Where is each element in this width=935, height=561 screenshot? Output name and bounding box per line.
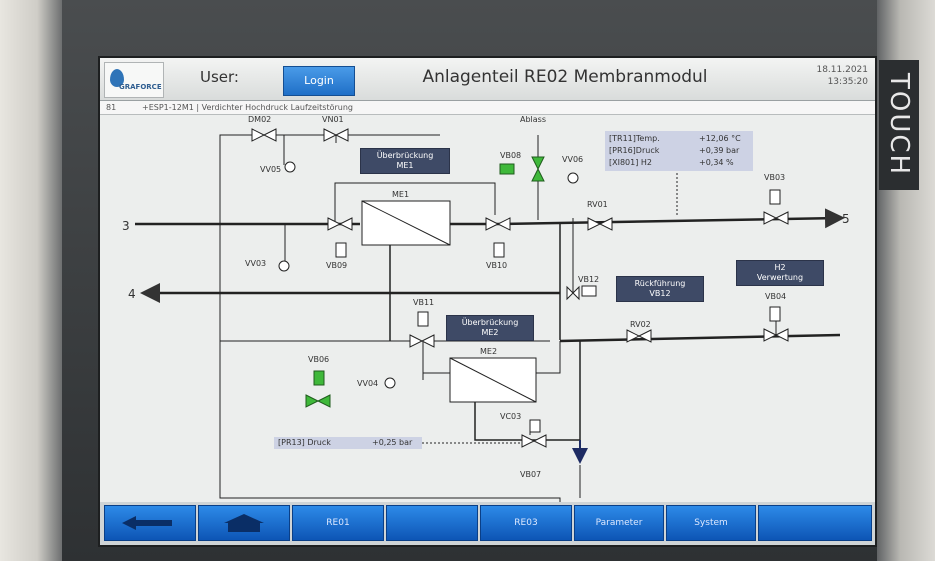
- sensor-value: +0,34 %: [699, 158, 734, 167]
- label-outlet-5: 5: [842, 212, 850, 226]
- sensor-value: +0,39 bar: [699, 146, 740, 155]
- login-button[interactable]: Login: [283, 66, 355, 96]
- pressure-value: +0,25 bar: [372, 438, 413, 447]
- label-vb08: VB08: [500, 151, 522, 160]
- pressure-row: [PR13] Druck +0,25 bar: [274, 437, 422, 449]
- nav-button-empty-1[interactable]: [386, 505, 478, 541]
- logo: GRAFORCE: [104, 62, 164, 98]
- sensor-tag: [PR16]Druck: [609, 146, 660, 155]
- sensor-row: [PR16]Druck +0,39 bar: [605, 145, 753, 157]
- back-button[interactable]: [104, 505, 196, 541]
- label-me1: ME1: [392, 190, 410, 199]
- device-side-left: [0, 0, 62, 561]
- date-text: 18.11.2021: [816, 65, 868, 75]
- re01-button[interactable]: RE01: [292, 505, 384, 541]
- label-me2: ME2: [480, 347, 498, 356]
- hmi-screen: GRAFORCE User: Login Anlagenteil RE02 Me…: [98, 56, 877, 547]
- header-bar: GRAFORCE User: Login Anlagenteil RE02 Me…: [100, 58, 875, 101]
- label-vv03: VV03: [245, 259, 267, 268]
- pressure-info-box: [PR13] Druck +0,25 bar: [274, 437, 422, 449]
- label-vb09: VB09: [326, 261, 348, 270]
- h2-use-button[interactable]: H2 Verwertung: [736, 260, 824, 286]
- label-vc03: VC03: [500, 412, 522, 421]
- sensor-row: [XI801] H2 +0,34 %: [605, 157, 753, 169]
- nav-button-empty-2[interactable]: [758, 505, 872, 541]
- bypass-me1-button[interactable]: Überbrückung ME1: [360, 148, 450, 174]
- footer-nav: RE01 RE03 Parameter System: [100, 502, 875, 545]
- label-ablass: Ablass: [520, 115, 547, 124]
- message-text: +ESP1-12M1 | Verdichter Hochdruck Laufze…: [142, 103, 353, 112]
- sensor-tag: [TR11]Temp.: [609, 134, 660, 143]
- return-vb12-line1: Rückführung: [634, 279, 686, 288]
- label-vn01: VN01: [322, 115, 344, 124]
- process-diagram: DM02 VN01 Ablass VV05 VB08 VV06 VB03 ME1…: [100, 115, 875, 502]
- sensor-value: +12,06 °C: [699, 134, 741, 143]
- pressure-tag: [PR13] Druck: [278, 438, 331, 447]
- bypass-me2-line1: Überbrückung: [461, 318, 519, 327]
- label-vv06: VV06: [562, 155, 584, 164]
- logo-text: GRAFORCE: [119, 83, 162, 91]
- label-rv02: RV02: [630, 320, 651, 329]
- return-vb12-line2: VB12: [649, 289, 671, 298]
- label-vb10: VB10: [486, 261, 508, 270]
- user-label: User:: [200, 68, 239, 86]
- label-vb11: VB11: [413, 298, 435, 307]
- label-vb12: VB12: [578, 275, 600, 284]
- bypass-me2-button[interactable]: Überbrückung ME2: [446, 315, 534, 341]
- re03-button[interactable]: RE03: [480, 505, 572, 541]
- label-vb07: VB07: [520, 470, 542, 479]
- bypass-me1-line1: Überbrückung: [376, 151, 434, 160]
- label-vb06: VB06: [308, 355, 330, 364]
- label-vv04: VV04: [357, 379, 379, 388]
- water-drop-icon: [110, 69, 124, 87]
- time-text: 13:35:20: [827, 77, 868, 87]
- return-vb12-button[interactable]: Rückführung VB12: [616, 276, 704, 302]
- pipe-network: [135, 128, 845, 502]
- system-button[interactable]: System: [666, 505, 756, 541]
- label-vb04: VB04: [765, 292, 787, 301]
- h2-use-line1: H2: [774, 263, 786, 272]
- sensor-info-box: [TR11]Temp. +12,06 °C [PR16]Druck +0,39 …: [605, 131, 753, 171]
- datetime: 18.11.2021 13:35:20: [790, 64, 868, 88]
- home-button[interactable]: [198, 505, 290, 541]
- message-bar[interactable]: 81 +ESP1-12M1 | Verdichter Hochdruck Lau…: [100, 101, 875, 115]
- sensor-row: [TR11]Temp. +12,06 °C: [605, 133, 753, 145]
- bypass-me2-line2: ME2: [481, 328, 499, 337]
- parameter-button[interactable]: Parameter: [574, 505, 664, 541]
- label-outlet-4: 4: [128, 287, 136, 301]
- arrow-left-icon: [122, 515, 172, 530]
- page-title: Anlagenteil RE02 Membranmodul: [422, 67, 708, 87]
- home-icon: [224, 513, 264, 532]
- touch-label: TOUCH: [879, 60, 919, 190]
- message-number: 81: [106, 103, 117, 112]
- h2-use-line2: Verwertung: [756, 273, 804, 282]
- label-dm02: DM02: [248, 115, 272, 124]
- label-vb03: VB03: [764, 173, 786, 182]
- sensor-tag: [XI801] H2: [609, 158, 652, 167]
- label-rv01: RV01: [587, 200, 608, 209]
- bypass-me1-line2: ME1: [396, 161, 414, 170]
- label-vv05: VV05: [260, 165, 282, 174]
- label-inlet-3: 3: [122, 219, 130, 233]
